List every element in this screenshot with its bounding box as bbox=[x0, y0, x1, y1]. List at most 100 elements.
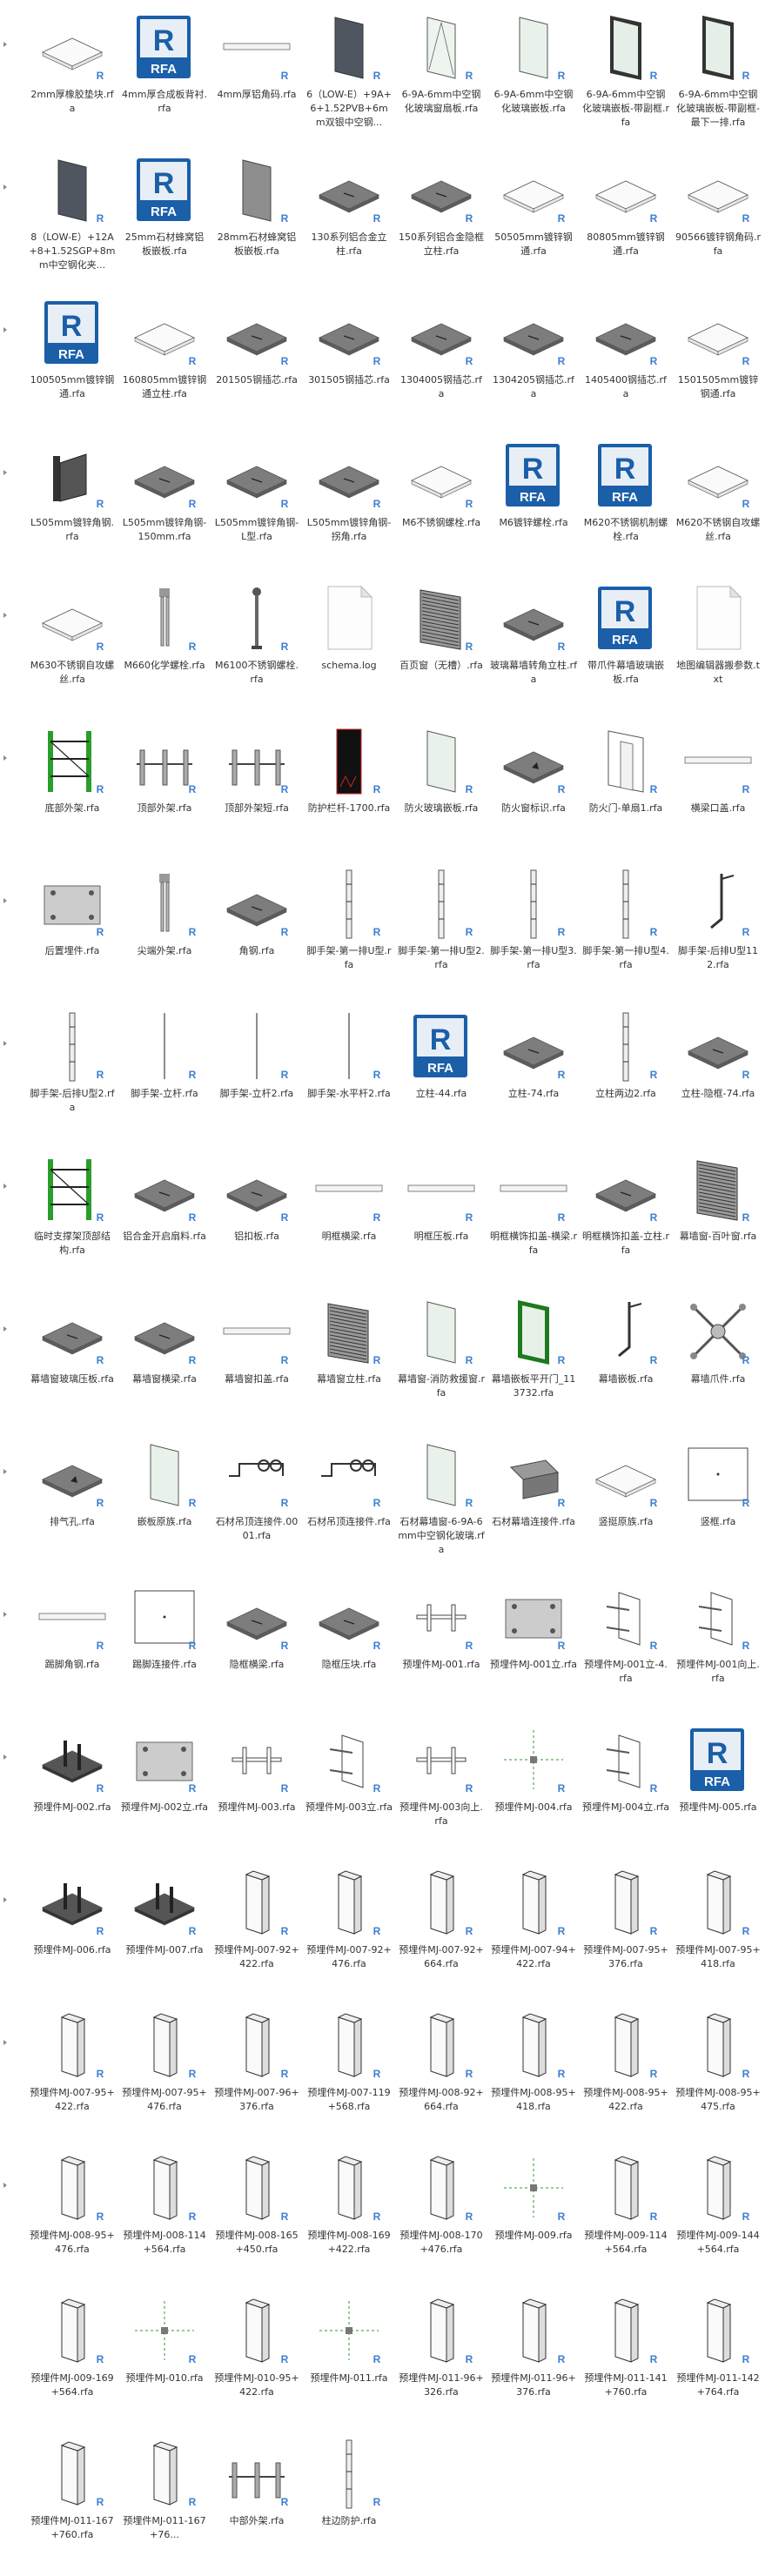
file-tile-22[interactable]: R 1405400钢插芯.rfa bbox=[580, 292, 672, 435]
file-tile-63[interactable]: R 立柱-隐框-74.rfa bbox=[672, 1006, 764, 1149]
file-tile-12[interactable]: R 150系列铝合金隐框立柱.rfa bbox=[395, 150, 487, 292]
file-tile-88[interactable]: R 踢脚角钢.rfa bbox=[26, 1577, 118, 1720]
file-tile-101[interactable]: R 预埋件MJ-004.rfa bbox=[487, 1720, 580, 1862]
file-tile-47[interactable]: R 横梁口盖.rfa bbox=[672, 721, 764, 863]
file-tile-14[interactable]: R 80805mm镀锌钢通.rfa bbox=[580, 150, 672, 292]
file-tile-15[interactable]: R 90566镀锌钢角码.rfa bbox=[672, 150, 764, 292]
file-tile-138[interactable]: R 中部外架.rfa bbox=[211, 2433, 303, 2576]
file-tile-129[interactable]: R 预埋件MJ-010.rfa bbox=[118, 2291, 211, 2433]
file-tile-131[interactable]: R 预埋件MJ-011.rfa bbox=[303, 2291, 395, 2433]
file-tile-37[interactable]: R 玻璃幕墙转角立柱.rfa bbox=[487, 578, 580, 721]
file-tile-104[interactable]: R 预埋件MJ-006.rfa bbox=[26, 1862, 118, 2005]
file-tile-54[interactable]: R 脚手架-第一排U型4.rfa bbox=[580, 863, 672, 1006]
file-tile-128[interactable]: R 预埋件MJ-009-169+564.rfa bbox=[26, 2291, 118, 2433]
file-tile-116[interactable]: R 预埋件MJ-008-92+664.rfa bbox=[395, 2005, 487, 2148]
file-tile-25[interactable]: R L505mm镀锌角钢-150mm.rfa bbox=[118, 435, 211, 578]
file-tile-49[interactable]: R 尖端外架.rfa bbox=[118, 863, 211, 1006]
file-tile-53[interactable]: R 脚手架-第一排U型3.rfa bbox=[487, 863, 580, 1006]
file-tile-94[interactable]: R 预埋件MJ-001立-4.rfa bbox=[580, 1577, 672, 1720]
file-tile-114[interactable]: R 预埋件MJ-007-96+376.rfa bbox=[211, 2005, 303, 2148]
file-tile-2[interactable]: R 4mm厚铝角码.rfa bbox=[211, 7, 303, 150]
file-tile-82[interactable]: R 石材吊顶连接件.0001.rfa bbox=[211, 1434, 303, 1577]
file-tile-117[interactable]: R 预埋件MJ-008-95+418.rfa bbox=[487, 2005, 580, 2148]
file-tile-75[interactable]: R 幕墙窗立柱.rfa bbox=[303, 1291, 395, 1434]
file-tile-59[interactable]: R 脚手架-水平杆2.rfa bbox=[303, 1006, 395, 1149]
file-tile-118[interactable]: R 预埋件MJ-008-95+422.rfa bbox=[580, 2005, 672, 2148]
file-tile-51[interactable]: R 脚手架-第一排U型.rfa bbox=[303, 863, 395, 1006]
file-tile-106[interactable]: R 预埋件MJ-007-92+422.rfa bbox=[211, 1862, 303, 2005]
file-tile-65[interactable]: R 铝合金开启扇料.rfa bbox=[118, 1149, 211, 1291]
file-tile-48[interactable]: R 后置埋件.rfa bbox=[26, 863, 118, 1006]
file-tile-84[interactable]: R 石材幕墙窗-6-9A-6mm中空钢化玻璃.rfa bbox=[395, 1434, 487, 1577]
file-tile-78[interactable]: R 幕墙嵌板.rfa bbox=[580, 1291, 672, 1434]
file-tile-57[interactable]: R 脚手架-立杆.rfa bbox=[118, 1006, 211, 1149]
file-tile-133[interactable]: R 预埋件MJ-011-96+376.rfa bbox=[487, 2291, 580, 2433]
file-tile-87[interactable]: R 竖框.rfa bbox=[672, 1434, 764, 1577]
file-tile-61[interactable]: R 立柱-74.rfa bbox=[487, 1006, 580, 1149]
file-tile-113[interactable]: R 预埋件MJ-007-95+476.rfa bbox=[118, 2005, 211, 2148]
file-tile-4[interactable]: R 6-9A-6mm中空钢化玻璃窗扇板.rfa bbox=[395, 7, 487, 150]
file-tile-66[interactable]: R 铝扣板.rfa bbox=[211, 1149, 303, 1291]
file-tile-10[interactable]: R 28mm石材蜂窝铝板嵌板.rfa bbox=[211, 150, 303, 292]
file-tile-56[interactable]: R 脚手架-后排U型2.rfa bbox=[26, 1006, 118, 1149]
file-tile-18[interactable]: R 201505钢插芯.rfa bbox=[211, 292, 303, 435]
file-tile-130[interactable]: R 预埋件MJ-010-95+422.rfa bbox=[211, 2291, 303, 2433]
file-tile-127[interactable]: R 预埋件MJ-009-144+564.rfa bbox=[672, 2148, 764, 2291]
file-tile-124[interactable]: R 预埋件MJ-008-170+476.rfa bbox=[395, 2148, 487, 2291]
file-tile-17[interactable]: R 160805mm镀锌钢通立柱.rfa bbox=[118, 292, 211, 435]
file-tile-7[interactable]: R 6-9A-6mm中空钢化玻璃嵌板-带副框-最下一排.rfa bbox=[672, 7, 764, 150]
file-tile-40[interactable]: R 底部外架.rfa bbox=[26, 721, 118, 863]
file-tile-107[interactable]: R 预埋件MJ-007-92+476.rfa bbox=[303, 1862, 395, 2005]
file-tile-44[interactable]: R 防火玻璃嵌板.rfa bbox=[395, 721, 487, 863]
file-tile-62[interactable]: R 立柱两边2.rfa bbox=[580, 1006, 672, 1149]
file-tile-111[interactable]: R 预埋件MJ-007-95+418.rfa bbox=[672, 1862, 764, 2005]
file-tile-76[interactable]: R 幕墙窗-消防救援窗.rfa bbox=[395, 1291, 487, 1434]
file-tile-43[interactable]: R 防护栏杆-1700.rfa bbox=[303, 721, 395, 863]
file-tile-41[interactable]: R 顶部外架.rfa bbox=[118, 721, 211, 863]
file-tile-20[interactable]: R 1304005钢插芯.rfa bbox=[395, 292, 487, 435]
file-tile-77[interactable]: R 幕墙嵌板平开门_113732.rfa bbox=[487, 1291, 580, 1434]
file-tile-139[interactable]: R 柱边防护.rfa bbox=[303, 2433, 395, 2576]
file-tile-24[interactable]: R L505mm镀锌角钢.rfa bbox=[26, 435, 118, 578]
file-tile-110[interactable]: R 预埋件MJ-007-95+376.rfa bbox=[580, 1862, 672, 2005]
file-tile-125[interactable]: R 预埋件MJ-009.rfa bbox=[487, 2148, 580, 2291]
file-tile-68[interactable]: R 明框压板.rfa bbox=[395, 1149, 487, 1291]
file-tile-55[interactable]: R 脚手架-后排U型112.rfa bbox=[672, 863, 764, 1006]
file-tile-81[interactable]: R 嵌板原族.rfa bbox=[118, 1434, 211, 1577]
file-tile-11[interactable]: R 130系列铝合金立柱.rfa bbox=[303, 150, 395, 292]
file-tile-95[interactable]: R 预埋件MJ-001向上.rfa bbox=[672, 1577, 764, 1720]
file-tile-74[interactable]: R 幕墙窗扣盖.rfa bbox=[211, 1291, 303, 1434]
file-tile-50[interactable]: R 角钢.rfa bbox=[211, 863, 303, 1006]
file-tile-119[interactable]: R 预埋件MJ-008-95+475.rfa bbox=[672, 2005, 764, 2148]
file-tile-92[interactable]: R 预埋件MJ-001.rfa bbox=[395, 1577, 487, 1720]
file-tile-27[interactable]: R L505mm镀锌角钢-拐角.rfa bbox=[303, 435, 395, 578]
file-tile-97[interactable]: R 预埋件MJ-002立.rfa bbox=[118, 1720, 211, 1862]
file-tile-35[interactable]: schema.log bbox=[303, 578, 395, 721]
file-tile-26[interactable]: R L505mm镀锌角钢-L型.rfa bbox=[211, 435, 303, 578]
file-tile-21[interactable]: R 1304205钢插芯.rfa bbox=[487, 292, 580, 435]
file-tile-33[interactable]: R M660化学螺栓.rfa bbox=[118, 578, 211, 721]
file-tile-137[interactable]: R 预埋件MJ-011-167+76... bbox=[118, 2433, 211, 2576]
file-tile-72[interactable]: R 幕墙窗玻璃压板.rfa bbox=[26, 1291, 118, 1434]
file-tile-136[interactable]: R 预埋件MJ-011-167+760.rfa bbox=[26, 2433, 118, 2576]
file-tile-73[interactable]: R 幕墙窗横梁.rfa bbox=[118, 1291, 211, 1434]
file-tile-67[interactable]: R 明框横梁.rfa bbox=[303, 1149, 395, 1291]
file-tile-8[interactable]: R 8（LOW-E）+12A+8+1.52SGP+8mm中空钢化夹... bbox=[26, 150, 118, 292]
file-tile-120[interactable]: R 预埋件MJ-008-95+476.rfa bbox=[26, 2148, 118, 2291]
file-tile-90[interactable]: R 隐框横梁.rfa bbox=[211, 1577, 303, 1720]
file-tile-79[interactable]: R 幕墙爪件.rfa bbox=[672, 1291, 764, 1434]
file-tile-39[interactable]: 地图编辑器搬参数.txt bbox=[672, 578, 764, 721]
file-tile-70[interactable]: R 明框横饰扣盖-立柱.rfa bbox=[580, 1149, 672, 1291]
file-tile-85[interactable]: R 石材幕墙连接件.rfa bbox=[487, 1434, 580, 1577]
file-tile-6[interactable]: R 6-9A-6mm中空钢化玻璃嵌板-带副框.rfa bbox=[580, 7, 672, 150]
file-tile-46[interactable]: R 防火门-单扇1.rfa bbox=[580, 721, 672, 863]
file-tile-112[interactable]: R 预埋件MJ-007-95+422.rfa bbox=[26, 2005, 118, 2148]
file-tile-93[interactable]: R 预埋件MJ-001立.rfa bbox=[487, 1577, 580, 1720]
file-tile-34[interactable]: R M6100不锈钢螺栓.rfa bbox=[211, 578, 303, 721]
